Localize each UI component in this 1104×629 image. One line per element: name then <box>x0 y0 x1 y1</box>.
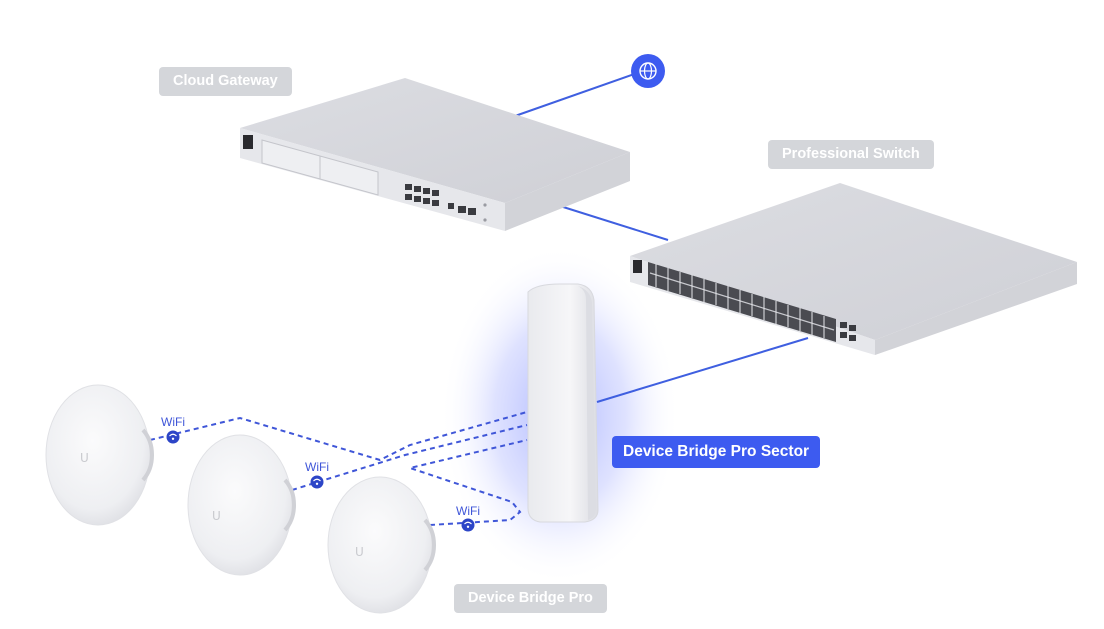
device-bridge-pro-sector <box>527 283 599 523</box>
gateway-switch-link <box>559 205 669 241</box>
wifi-icon <box>310 475 324 489</box>
ubiquiti-u-logo-icon: U <box>80 451 89 465</box>
device-bridge-pro-dish-2: U <box>187 434 297 576</box>
ubiquiti-u-logo-icon: U <box>355 545 364 559</box>
internet-link <box>514 71 641 117</box>
device-bridge-pro-sector-label: Device Bridge Pro Sector <box>612 436 821 468</box>
globe-icon <box>631 54 665 88</box>
cloud-gateway-device <box>240 78 630 231</box>
wifi-icon <box>166 430 180 444</box>
wifi-label: WiFi <box>456 504 480 518</box>
device-bridge-pro-dish-1: U <box>45 384 155 526</box>
cloud-gateway-label: Cloud Gateway <box>159 67 292 96</box>
wifi-label: WiFi <box>305 460 329 474</box>
device-bridge-pro-dish-3: U <box>327 476 437 614</box>
professional-switch-device <box>630 183 1077 355</box>
switch-sector-link <box>596 337 809 403</box>
device-bridge-pro-label: Device Bridge Pro <box>454 584 607 613</box>
wifi-label: WiFi <box>161 415 185 429</box>
professional-switch-label: Professional Switch <box>768 140 934 169</box>
wifi-icon <box>461 518 475 532</box>
wifi-link-3 <box>406 439 528 526</box>
wifi-link-2 <box>291 424 528 491</box>
wifi-link-1 <box>149 411 528 462</box>
ubiquiti-u-logo-icon: U <box>212 509 221 523</box>
